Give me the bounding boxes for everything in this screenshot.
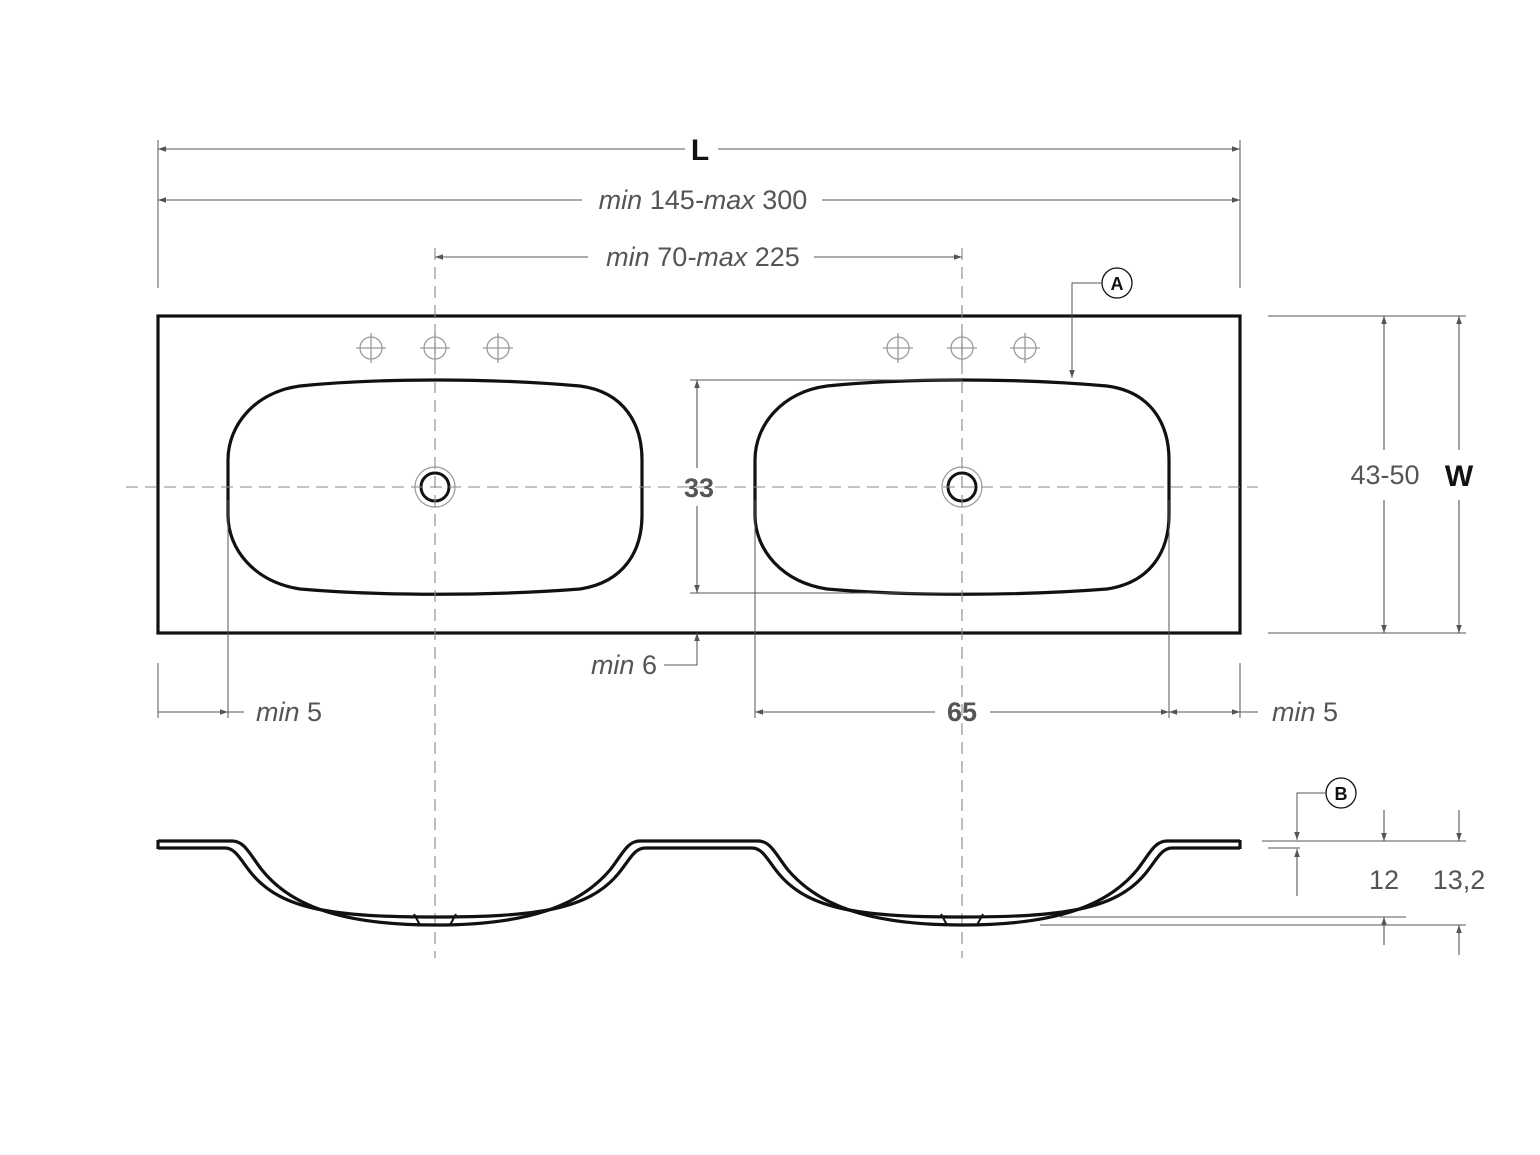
callout-a-label: A <box>1111 274 1124 294</box>
side-section-inner <box>158 846 1240 919</box>
width-range-label: 43-50 <box>1350 460 1419 490</box>
back-margin-label: min 6 <box>591 650 657 680</box>
center-distance-label: min 70-max 225 <box>606 242 800 272</box>
length-symbol: L <box>691 134 709 167</box>
side-section-outer <box>158 839 1240 927</box>
right-drain-section <box>940 913 984 926</box>
callout-b-leader <box>1294 792 1326 840</box>
basin-depth-label: 33 <box>684 473 714 503</box>
callout-a-leader <box>1069 282 1102 378</box>
back-margin-leader <box>664 633 700 666</box>
tap-holes <box>356 333 1040 363</box>
tap-hole-icon <box>356 333 386 363</box>
basin-width-label: 65 <box>947 697 977 727</box>
thickness-13-label: 13,2 <box>1433 865 1486 895</box>
tap-hole-icon <box>1010 333 1040 363</box>
left-drain-section <box>413 913 457 926</box>
width-symbol: W <box>1445 460 1474 493</box>
right-margin-label: min 5 <box>1272 697 1338 727</box>
left-margin-label: min 5 <box>256 697 322 727</box>
tap-hole-icon <box>883 333 913 363</box>
tap-hole-icon <box>483 333 513 363</box>
length-range-label: min 145-max 300 <box>599 185 808 215</box>
thickness-12-label: 12 <box>1369 865 1399 895</box>
callout-b-label: B <box>1335 784 1348 804</box>
